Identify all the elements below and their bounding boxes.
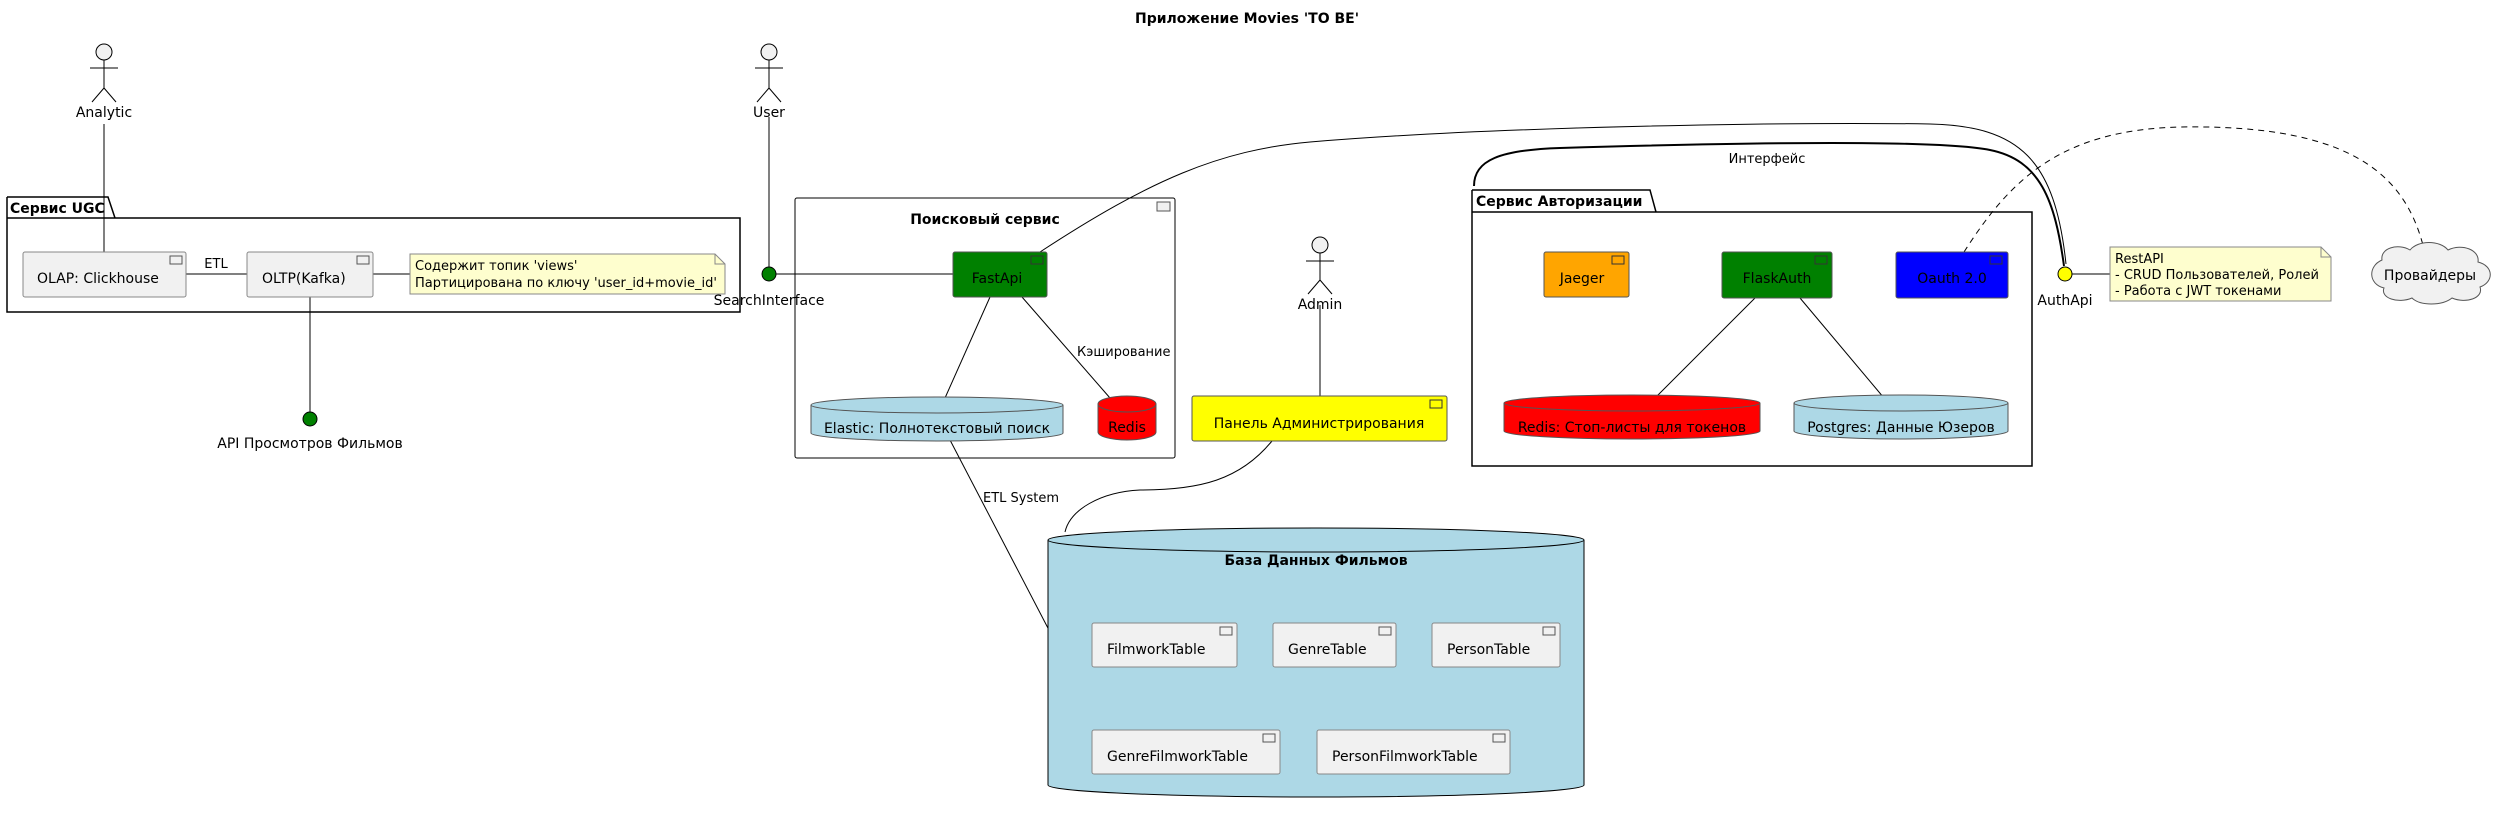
etl-label: ETL [204,257,228,272]
edge-elastic-db [949,439,1051,633]
fastapi-label: FastApi [972,271,1022,287]
actor-admin: Admin [1298,236,1343,313]
table-genre-filmwork-label: GenreFilmworkTable [1107,749,1248,765]
connectors [103,117,2427,633]
table-person-filmwork: PersonFilmworkTable [1316,729,1511,775]
flaskauth-label: FlaskAuth [1743,271,1812,287]
authapi-note-line-3: - Работа с JWT токенами [2115,284,2281,299]
table-genre-filmwork: GenreFilmworkTable [1091,729,1281,775]
edge-fastapi-authapi [1039,123,2067,265]
jaeger-label: Jaeger [1559,271,1605,287]
oauth-label: Oauth 2.0 [1917,271,1987,287]
olap-label: OLAP: Clickhouse [37,271,159,287]
auth-package-title: Сервис Авторизации [1476,194,1642,210]
table-filmwork: FilmworkTable [1091,622,1238,668]
oauth-component: Oauth 2.0 [1895,251,2009,299]
authapi-label: AuthApi [2037,293,2092,309]
olap-component: OLAP: Clickhouse [22,251,187,298]
table-person: PersonTable [1431,622,1561,668]
search-redis-database: Redis [1097,395,1157,441]
etl-system-label: ETL System [983,491,1059,506]
movies-database-title: База Данных Фильмов [1224,553,1407,569]
ugc-note-line-2: Партицирована по ключу 'user_id+movie_id… [415,276,717,291]
cache-label: Кэширование [1077,345,1171,360]
providers-cloud: Провайдеры [2371,242,2491,305]
admin-panel-component: Панель Администрирования [1191,395,1448,442]
flaskauth-component: FlaskAuth [1721,251,1833,299]
authapi-note-line-2: - CRUD Пользователей, Ролей [2115,268,2319,283]
edge-auth-interface [1473,142,2065,267]
elastic-database: Elastic: Полнотекстовый поиск [810,396,1064,442]
search-interface-icon [761,266,777,282]
table-genre-label: GenreTable [1288,642,1367,658]
authapi-note: RestAPI - CRUD Пользователей, Ролей - Ра… [2109,246,2332,302]
search-interface-label: SearchInterface [714,293,825,309]
edge-panel-db [1064,440,1273,533]
auth-interface-label: Интерфейс [1729,152,1806,167]
postgres-label: Postgres: Данные Юзеров [1807,420,1995,436]
fastapi-component: FastApi [952,251,1048,298]
table-genre: GenreTable [1272,622,1397,668]
edge-flaskauth-redis [1654,297,1756,399]
providers-label: Провайдеры [2384,268,2476,284]
oltp-component: OLTP(Kafka) [246,251,374,298]
actor-analytic: Analytic [76,43,132,121]
search-redis-label: Redis [1108,420,1146,436]
edge-fastapi-redis [1021,296,1111,399]
diagram-title: Приложение Movies 'TO BE' [1135,11,1359,27]
table-person-label: PersonTable [1447,642,1530,658]
actor-user-label: User [753,105,785,121]
search-service-title: Поисковый сервис [910,212,1060,228]
jaeger-component: Jaeger [1543,251,1630,298]
elastic-label: Elastic: Полнотекстовый поиск [824,421,1050,437]
edge-oauth-providers [1963,126,2427,259]
oltp-label: OLTP(Kafka) [262,271,346,287]
ugc-package-title: Сервис UGC [10,201,105,217]
admin-panel-label: Панель Администрирования [1214,416,1425,432]
authapi-note-line-1: RestAPI [2115,252,2164,267]
edge-flaskauth-postgres [1799,297,1885,399]
views-api-interface-icon [302,411,318,427]
views-api-label: API Просмотров Фильмов [217,436,402,452]
ugc-note-line-1: Содержит топик 'views' [415,259,577,274]
search-service-box: Поисковый сервис [794,197,1176,459]
edge-fastapi-elastic [944,296,991,399]
auth-package: Сервис Авторизации [1471,189,2033,467]
ugc-note: Содержит топик 'views' Партицирована по … [409,253,726,295]
postgres-database: Postgres: Данные Юзеров [1793,394,2009,440]
auth-redis-database: Redis: Стоп-листы для токенов [1503,394,1761,440]
actor-admin-label: Admin [1298,297,1343,313]
actor-user: User [753,43,785,121]
ugc-package: Сервис UGC [6,196,741,313]
table-person-filmwork-label: PersonFilmworkTable [1332,749,1478,765]
auth-redis-label: Redis: Стоп-листы для токенов [1518,420,1746,436]
authapi-interface-icon [2057,266,2073,282]
actor-analytic-label: Analytic [76,105,132,121]
table-filmwork-label: FilmworkTable [1107,642,1206,658]
